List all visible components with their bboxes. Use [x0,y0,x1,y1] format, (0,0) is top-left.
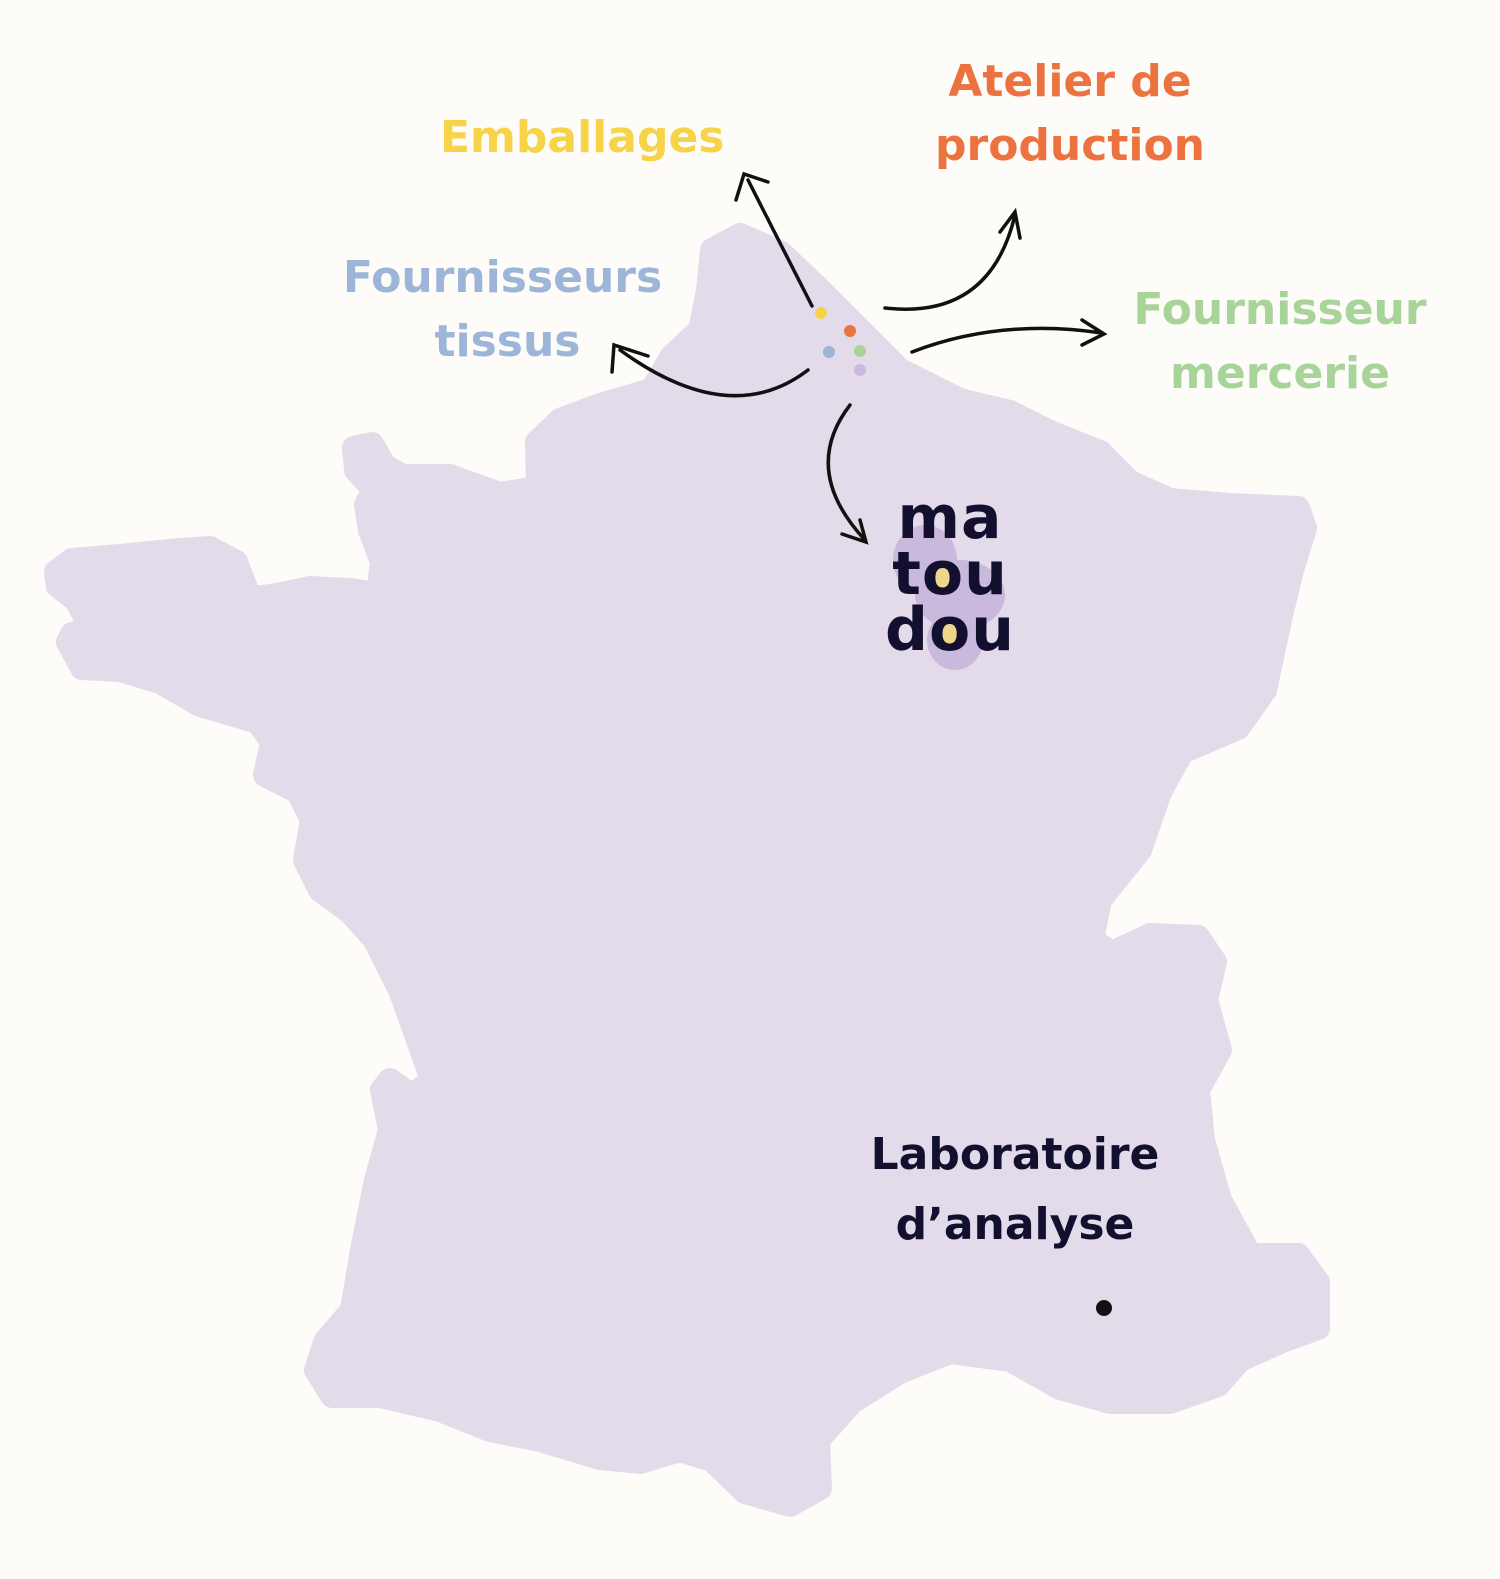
france-outline [44,223,1330,1517]
logo-line1: ma [897,483,1003,553]
dot-atelier [844,325,856,337]
label-tissus: Fournisseurs tissus [330,246,675,374]
natoudou-logo: ma tou dou [880,483,1020,665]
label-atelier-line1: Atelier de [948,56,1192,107]
logo-line2: tou [892,539,1008,609]
label-mercerie: Fournisseur mercerie [1120,278,1440,406]
logo-line3: dou [885,595,1015,665]
dot-mercerie [854,345,866,357]
label-mercerie-line1: Fournisseur [1133,284,1427,335]
dot-emballages [815,307,827,319]
label-mercerie-line2: mercerie [1170,348,1390,399]
label-emballages: Emballages [440,112,725,163]
arrow-atelier [883,207,1022,311]
arrows [610,171,1108,545]
origin-dots [815,307,866,376]
label-laboratoire-line1: Laboratoire [870,1129,1160,1180]
logo-blob [893,525,1005,670]
label-laboratoire: Laboratoire d’analyse [855,1120,1175,1260]
label-atelier-line2: production [935,120,1205,171]
arrow-tissus [610,342,810,398]
laboratoire-dot [1096,1300,1112,1316]
label-atelier: Atelier de production [925,50,1215,178]
arrow-emballages [734,171,814,308]
arrow-mercerie [910,318,1108,354]
dot-tissus [823,346,835,358]
arrow-natoudou [826,403,869,545]
label-tissus-line1: Fournisseurs [342,252,663,303]
label-tissus-line2: tissus [434,316,581,367]
dot-natoudou [854,364,866,376]
label-laboratoire-line2: d’analyse [895,1199,1135,1250]
